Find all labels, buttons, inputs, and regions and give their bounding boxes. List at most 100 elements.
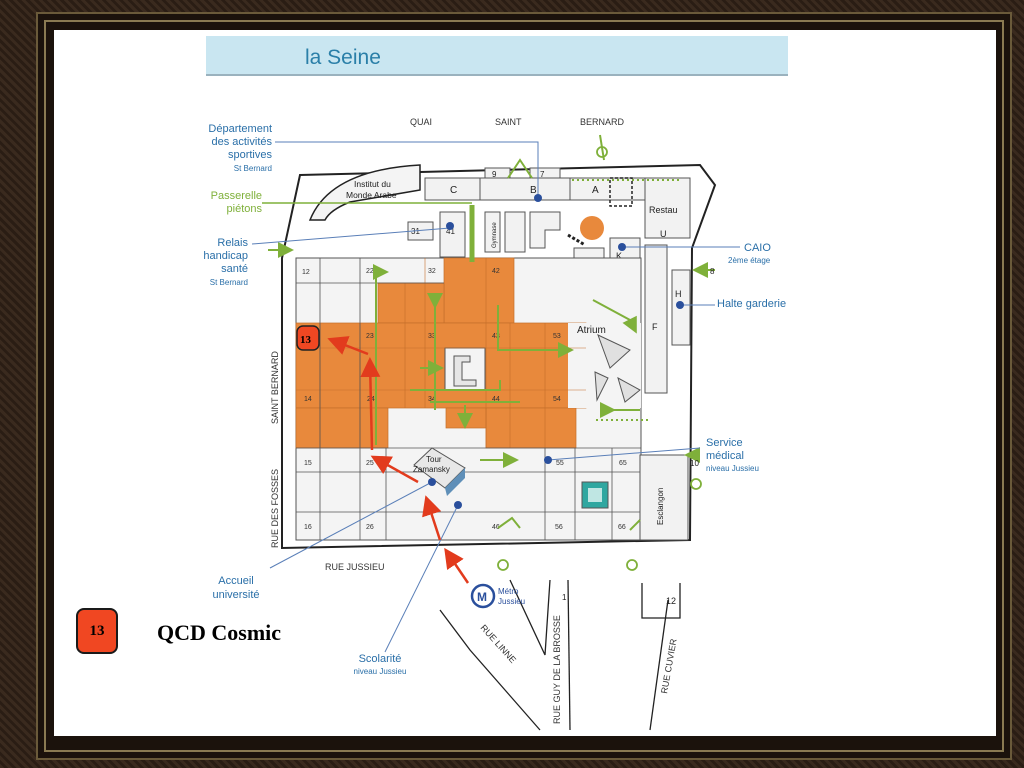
metro-icon (470, 583, 496, 609)
label-restau: Restau (649, 205, 678, 215)
relais-sub: St Bernard (210, 278, 248, 287)
esclangon-building (639, 454, 689, 541)
accueil-line-1: Accueil (218, 575, 253, 587)
num-44: 44 (492, 396, 500, 403)
halte-label: Halte garderie (717, 298, 786, 310)
num-14: 14 (304, 396, 312, 403)
caio-sub: 2ème étage (728, 256, 771, 265)
service-dots (428, 194, 684, 509)
num-12: 12 (302, 269, 310, 276)
building-b (479, 177, 571, 201)
label-41: 41 (446, 227, 455, 236)
num-54: 54 (553, 396, 561, 403)
building-41 (439, 211, 466, 258)
tour-label-1: Tour (426, 455, 442, 464)
street-rue-des-fosses: RUE DES FOSSES (270, 469, 280, 548)
orange-dome (580, 216, 604, 240)
label-b: B (530, 185, 537, 196)
num-55: 55 (556, 460, 564, 467)
bottom-left-callouts: Accueil université Scolarité niveau Juss… (212, 575, 406, 676)
num-23: 23 (366, 333, 374, 340)
building-9 (484, 167, 511, 179)
curved-block (529, 211, 561, 249)
street-saint-bernard: SAINT BERNARD (270, 351, 280, 424)
num-43: 43 (492, 333, 500, 340)
service-line-1: Service (706, 437, 743, 449)
label-u: U (660, 229, 667, 239)
scolarite-label: Scolarité (359, 653, 402, 665)
location-marker-number: 13 (300, 334, 312, 346)
restau-building (644, 177, 691, 239)
route-arrows (327, 336, 470, 584)
building-a (569, 177, 646, 201)
metro-line-2: Jussieu (498, 597, 525, 606)
relais-line-2: handicap (203, 250, 248, 262)
street-rue-jussieu: RUE JUSSIEU (325, 562, 385, 572)
passerelle-line-2: piétons (227, 203, 263, 215)
slide: la Seine QUAI SAINT BERNARD Institut du … (54, 30, 996, 736)
imarabe-label-1: Institut du (354, 179, 391, 189)
gymnase-building (484, 211, 501, 253)
dept-sub: St Bernard (234, 164, 272, 173)
num-66: 66 (618, 524, 626, 531)
label-h: H (675, 289, 682, 299)
num-32: 32 (428, 268, 436, 275)
green-paths (268, 134, 715, 531)
street-bernard: BERNARD (580, 117, 625, 127)
grid-numbers: 12 22 32 42 23 33 43 53 14 24 34 44 54 1… (302, 268, 627, 531)
street-guy-de-la-brosse: RUE GUY DE LA BROSSE (552, 615, 562, 724)
metro-line-1: Métro (498, 587, 519, 596)
legend-badge-number: 13 (89, 622, 105, 639)
annex-building (504, 211, 526, 253)
legend-caption: QCD Cosmic (157, 620, 282, 645)
label-f: F (652, 322, 658, 332)
imarabe-label-2: Monde Arabe (346, 190, 397, 200)
building-f (644, 244, 668, 394)
building-7 (529, 167, 561, 179)
street-saint: SAINT (495, 117, 522, 127)
service-sub: niveau Jussieu (706, 464, 759, 473)
num-46: 46 (492, 524, 500, 531)
label-gymnase: Gymnase (492, 222, 498, 248)
river-seine (206, 36, 788, 76)
street-num-12: 12 (666, 596, 676, 606)
label-9: 9 (492, 170, 497, 179)
tour-label-2: Zamansky (413, 465, 450, 474)
passerelle-line-1: Passerelle (211, 190, 262, 202)
dashed-block (609, 177, 633, 207)
frame-gold-border (44, 20, 1004, 752)
legend-badge: 13 (76, 608, 118, 654)
num-33: 33 (428, 333, 436, 340)
num-65: 65 (619, 460, 627, 467)
num-15: 15 (304, 460, 312, 467)
dept-line-1: Département (208, 123, 272, 135)
label-a: A (592, 185, 599, 196)
right-callouts: CAIO 2ème étage Halte garderie Service m… (706, 242, 786, 473)
atrium-shapes (594, 334, 641, 403)
relais-line-3: santé (221, 263, 248, 275)
num-56: 56 (555, 524, 563, 531)
callout-lines (251, 141, 740, 653)
num-42: 42 (492, 268, 500, 275)
location-marker (296, 325, 320, 351)
wheelchair-icons (497, 146, 702, 571)
dashed-link (567, 233, 586, 247)
service-line-2: médical (706, 450, 744, 462)
river-title: la Seine (305, 46, 381, 69)
street-rue-linne: RUE LINNE (479, 623, 519, 665)
num-26: 26 (366, 524, 374, 531)
campus-map: la Seine QUAI SAINT BERNARD Institut du … (200, 36, 788, 736)
courtyard-shape (453, 355, 477, 387)
street-num-1: 1 (562, 593, 567, 602)
dept-line-3: sportives (228, 149, 273, 161)
num-16: 16 (304, 524, 312, 531)
num-34: 34 (428, 396, 436, 403)
num-53: 53 (553, 333, 561, 340)
institut-monde-arabe-building (308, 164, 421, 221)
label-31: 31 (411, 227, 420, 236)
label-c: C (450, 185, 457, 196)
label-atrium: Atrium (577, 325, 606, 336)
street-num-8: 8 (710, 267, 715, 276)
left-callouts: Département des activités sportives St B… (203, 123, 272, 287)
label-k: K (616, 251, 622, 261)
